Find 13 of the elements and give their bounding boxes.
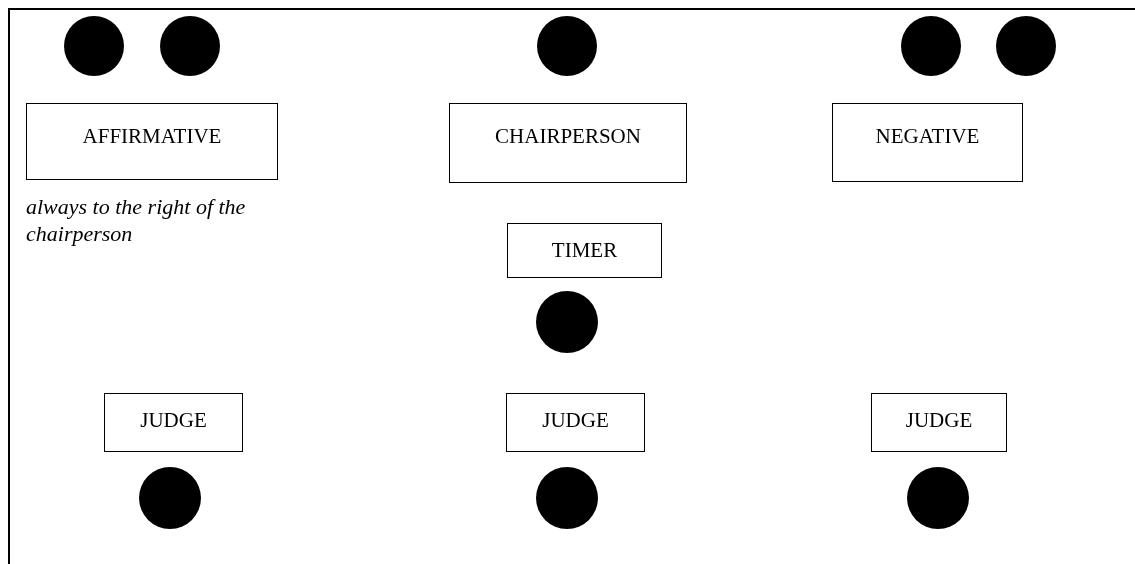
role-box: CHAIRPERSON: [449, 103, 687, 183]
seat-dot: [996, 16, 1056, 76]
role-box: JUDGE: [871, 393, 1007, 452]
seat-dot: [901, 16, 961, 76]
role-box: NEGATIVE: [832, 103, 1023, 182]
italic-note: always to the right of the chairperson: [26, 193, 247, 247]
role-box: TIMER: [507, 223, 662, 278]
seat-dot: [537, 16, 597, 76]
seat-dot: [64, 16, 124, 76]
role-box: JUDGE: [104, 393, 243, 452]
seat-dot: [160, 16, 220, 76]
role-box: AFFIRMATIVE: [26, 103, 278, 180]
role-box: JUDGE: [506, 393, 645, 452]
